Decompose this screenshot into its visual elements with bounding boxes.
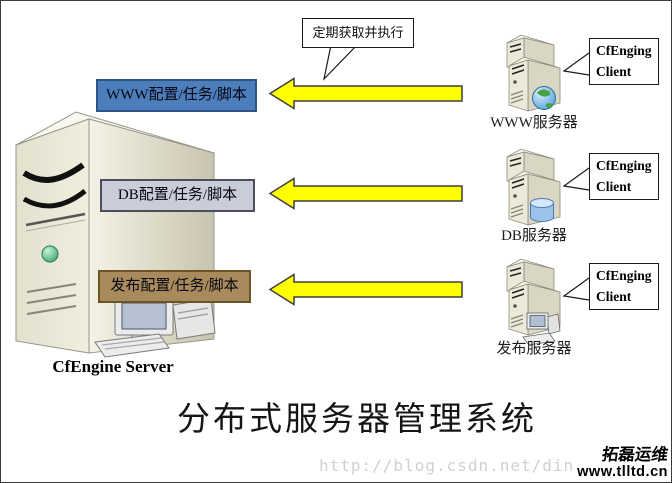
globe-icon	[532, 86, 556, 110]
watermark-url: http://blog.csdn.net/din	[319, 456, 575, 475]
config-box-db: DB配置/任务/脚本	[100, 179, 255, 212]
client-callout-line: Client	[596, 179, 632, 194]
site-logo: 拓磊运维 www.tlltd.cn	[577, 446, 670, 480]
db-server-label: DB服务器	[501, 228, 567, 244]
power-button	[41, 245, 59, 263]
computer-icon	[522, 312, 561, 346]
www-server-label: WWW服务器	[490, 115, 578, 131]
cfengine-server-label: CfEngine Server	[52, 357, 174, 376]
config-box-www: WWW配置/任务/脚本	[96, 79, 257, 112]
logo-name: 拓磊运维	[600, 446, 670, 465]
top-callout-tail	[322, 44, 358, 81]
client-callout-tail	[562, 277, 590, 301]
client-callout-db: CfEnging Client	[589, 153, 659, 200]
database-icon	[530, 198, 554, 222]
page-title: 分布式服务器管理系统	[177, 402, 537, 438]
drive-bay-slash	[22, 162, 85, 183]
client-callout-line: Client	[596, 289, 632, 304]
client-callout-line: CfEnging	[596, 158, 652, 173]
client-callout-line: CfEnging	[596, 268, 652, 283]
arrow-db	[268, 177, 463, 210]
client-callout-tail	[562, 52, 590, 76]
publish-server-label: 发布服务器	[496, 341, 572, 357]
periodic-fetch-callout: 定期获取并执行	[302, 18, 414, 48]
client-callout-tail	[562, 167, 590, 191]
client-callout-line: CfEnging	[596, 43, 652, 58]
drive-bay-slash	[22, 189, 87, 209]
arrow-publish	[268, 273, 463, 306]
logo-url: www.tlltd.cn	[577, 463, 668, 480]
client-callout-publish: CfEnging Client	[589, 263, 659, 310]
client-callout-www: CfEnging Client	[589, 38, 659, 85]
client-callout-line: Client	[596, 64, 632, 79]
arrow-www	[268, 77, 463, 110]
config-box-publish: 发布配置/任务/脚本	[98, 270, 251, 303]
admin-computer-icon	[94, 296, 216, 358]
